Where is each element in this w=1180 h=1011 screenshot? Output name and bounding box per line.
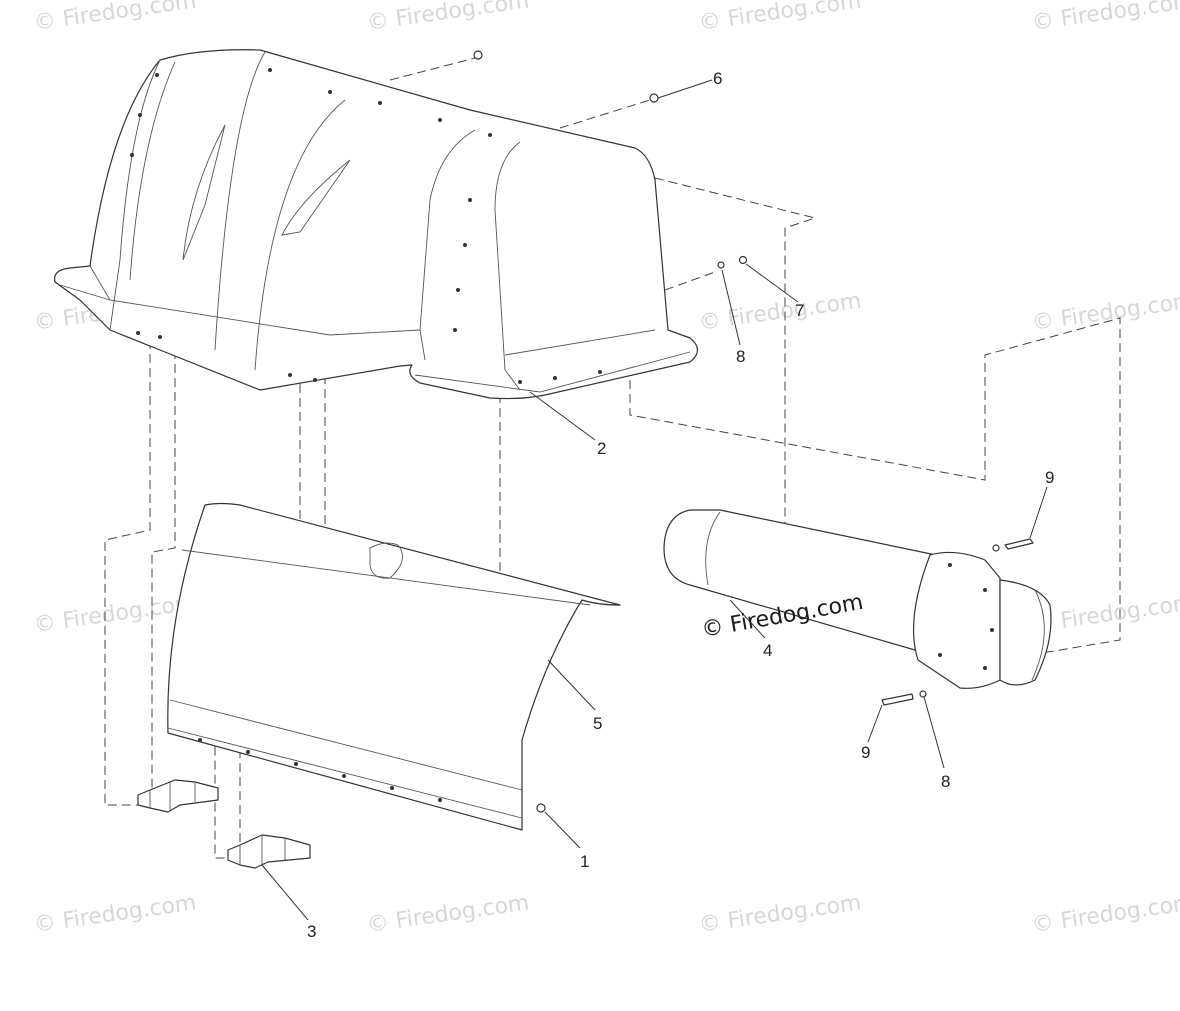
watermark: © Firedog.com [697,890,863,938]
callout-9-top: 9 [1045,468,1054,487]
callout-6: 6 [713,69,722,88]
washer-part-8-upper [992,544,1000,552]
nut-part-7 [738,255,748,265]
watermark: © Firedog.com [365,890,531,938]
leader-lines [261,79,1048,921]
callout-9-bottom: 9 [861,743,870,762]
nut-part-1 [536,803,546,813]
watermark: © Firedog.com [697,0,863,36]
callout-8-top: 8 [736,347,745,366]
watermark: © Firedog.com [32,590,198,638]
deflector-shield [167,502,621,831]
callout-4: 4 [763,641,772,660]
callout-1: 1 [580,852,589,871]
nut-top [473,50,483,60]
housing-cover [53,49,699,400]
watermark: © Firedog.com [32,0,198,36]
watermark: © Firedog.com [32,890,198,938]
watermark: © Firedog.com [1030,0,1180,36]
chute-tube [663,509,1052,689]
bolt-part-9-lower [881,693,914,706]
callout-3: 3 [307,922,316,941]
callout-8-bottom: 8 [941,772,950,791]
callouts: 1 2 3 4 5 6 7 8 8 9 9 [307,69,1054,941]
callout-2: 2 [597,439,606,458]
washer-part-8-top [717,261,725,269]
watermark: © Firedog.com [1030,890,1180,938]
watermark: © Firedog.com [1030,288,1180,336]
watermark: © Firedog.com [365,0,531,36]
hardware [473,50,1034,706]
bracket-part-3 [137,779,311,869]
bolt-part-9-upper [1004,538,1034,550]
watermark: © Firedog.com [697,288,863,336]
watermark: © Firedog.com [1030,590,1180,638]
washer-part-8-lower [919,690,927,698]
callout-5: 5 [593,714,602,733]
nut-part-6 [649,93,659,103]
callout-7: 7 [795,301,804,320]
